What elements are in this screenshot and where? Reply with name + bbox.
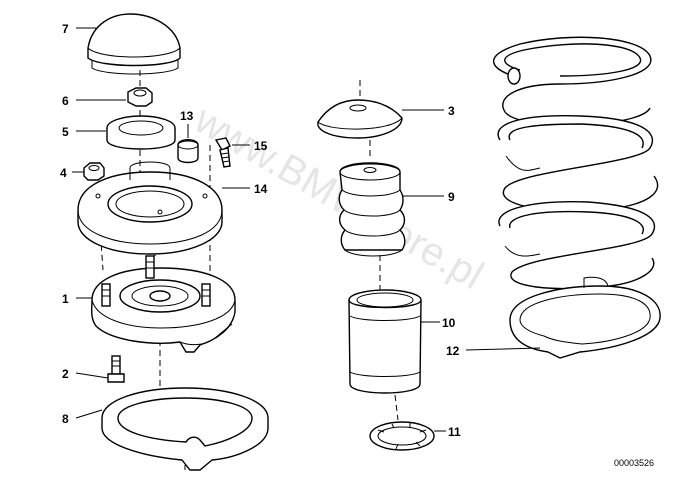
- part-6-nut: [127, 87, 153, 107]
- part-3-washer: [317, 99, 403, 139]
- part-9-bump-stop: [338, 162, 406, 257]
- part-12-lower-spring-pad: [509, 276, 661, 359]
- callout-15: 15: [254, 139, 268, 153]
- part-11-retaining-ring: [369, 421, 435, 451]
- part-4-nut: [83, 162, 105, 181]
- part-15-screw: [214, 137, 231, 168]
- callout-1: 1: [62, 292, 69, 306]
- callout-3: 3: [448, 104, 455, 118]
- callout-14: 14: [254, 182, 268, 196]
- callout-8: 8: [62, 412, 69, 426]
- callout-12: 12: [446, 344, 460, 358]
- callout-7: 7: [62, 22, 69, 36]
- callout-labels: 7 6 5 13 15 4 14 1 2 8 3 9 10 12 11: [60, 22, 461, 439]
- callout-6: 6: [62, 94, 69, 108]
- part-2-bolt: [107, 355, 125, 383]
- callout-10: 10: [442, 316, 456, 330]
- callout-4: 4: [60, 166, 67, 180]
- part-8-spring-pad: [101, 387, 269, 471]
- callout-13: 13: [180, 109, 194, 123]
- leader-lines: [72, 27, 541, 432]
- callout-11: 11: [448, 425, 461, 439]
- callout-2: 2: [62, 367, 69, 381]
- part-13-cap: [177, 139, 199, 164]
- part-1-lower-mount: [90, 255, 236, 353]
- callout-9: 9: [448, 190, 455, 204]
- part-7-dust-cap: [87, 13, 181, 75]
- part-5-bearing: [106, 115, 176, 150]
- drawing-code: 00003526: [614, 458, 654, 468]
- part-14-mount-plate: [77, 161, 223, 255]
- coil-spring: [493, 36, 659, 290]
- callout-5: 5: [62, 125, 69, 139]
- part-10-protective-tube: [348, 289, 422, 394]
